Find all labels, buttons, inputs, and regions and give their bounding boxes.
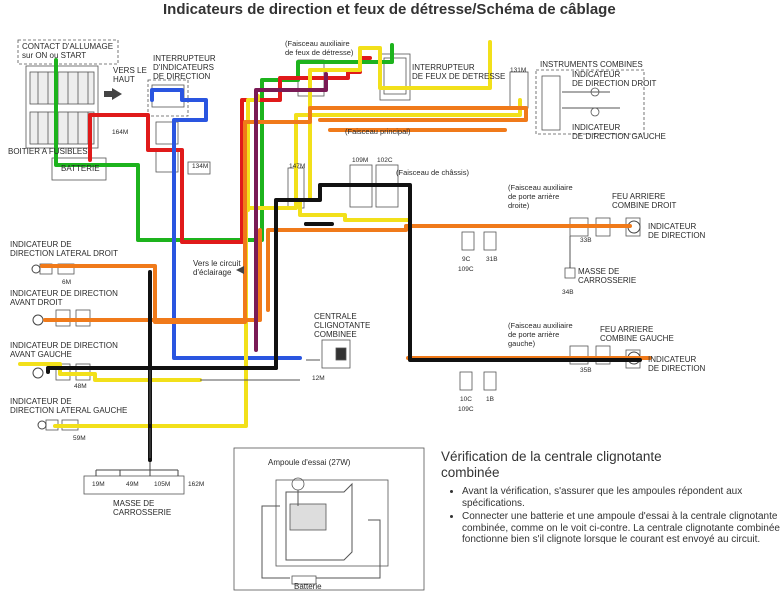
chassis-harness-label: (Faisceau de châssis) [396, 168, 469, 177]
rr-ground-1: MASSE DE [578, 267, 620, 276]
code-109c-bot: 109C [458, 406, 474, 413]
cluster-title: INSTRUMENTS COMBINES [540, 60, 643, 69]
rr-harness-3: droite) [508, 201, 530, 210]
battery-box [51, 157, 107, 181]
verification-bullet-2: Connecter une batterie et une ampoule d'… [462, 511, 783, 546]
flasher-2: CLIGNOTANTE [314, 321, 371, 330]
code-12m: 12M [312, 375, 325, 382]
ground-bottom-2: CARROSSERIE [113, 508, 172, 517]
code-1b: 1B [486, 396, 494, 403]
code-109c-top: 109C [458, 266, 474, 273]
hazard-switch-2: DE FEUX DE DETRESSE [412, 72, 506, 81]
rl-harness-3: gauche) [508, 339, 536, 348]
cluster-left-1: INDICATEUR [572, 123, 621, 132]
front-right-1: INDICATEUR DE DIRECTION [10, 289, 118, 298]
hazard-harness-2: de feux de détresse) [285, 48, 354, 57]
front-left-2: AVANT GAUCHE [10, 350, 72, 359]
inset-battery-label: Batterie [294, 582, 322, 591]
turn-switch-label-2: D'INDICATEURS [153, 63, 214, 72]
verification-heading-2: combinée [441, 465, 500, 480]
side-right-2: DIRECTION LATERAL DROIT [10, 249, 119, 258]
rr-harness-2: de porte arrière [508, 192, 560, 201]
code-10c: 10C [460, 396, 472, 403]
rl-indicator-1: INDICATEUR [648, 355, 697, 364]
lighting-1: Vers le circuit [193, 259, 241, 268]
cluster-right-1: INDICATEUR [572, 70, 621, 79]
code-33b: 33B [580, 237, 592, 244]
front-left-1: INDICATEUR DE DIRECTION [10, 341, 118, 350]
code-19m: 19M [92, 481, 105, 488]
flasher-1: CENTRALE [314, 312, 357, 321]
verification-list: Avant la vérification, s'assurer que les… [448, 486, 783, 548]
rl-combo-2: COMBINE GAUCHE [600, 334, 674, 343]
code-31b: 31B [486, 256, 498, 263]
code-35b: 35B [580, 367, 592, 374]
code-105m: 105M [154, 481, 171, 488]
code-164m: 164M [112, 129, 129, 136]
rl-harness-2: de porte arrière [508, 330, 560, 339]
turn-switch-label-1: INTERRUPTEUR [153, 54, 216, 63]
code-109m: 109M [352, 157, 369, 164]
code-102c: 102C [377, 157, 393, 164]
code-48m: 48M [74, 383, 87, 390]
ground-bottom-1: MASSE DE [113, 499, 155, 508]
up-arrow-icon [112, 88, 122, 100]
rr-combo-1: FEU ARRIERE [612, 192, 666, 201]
code-59m: 59M [73, 435, 86, 442]
code-131m: 131M [510, 67, 527, 74]
side-left-1: INDICATEUR DE [10, 397, 72, 406]
fuse-box-label: BOITIER A FUSIBLES [8, 147, 88, 156]
rl-harness-1: (Faisceau auxiliaire [508, 321, 573, 330]
code-147m: 147M [289, 163, 306, 170]
code-134m: 134M [192, 163, 209, 170]
rr-indicator-1: INDICATEUR [648, 222, 697, 231]
test-inset-box [233, 447, 425, 591]
test-bulb-label: Ampoule d'essai (27W) [268, 458, 351, 467]
front-right-2: AVANT DROIT [10, 298, 63, 307]
wire-yellow [298, 40, 492, 222]
code-162m: 162M [188, 481, 205, 488]
wire-green [54, 43, 394, 242]
rr-combo-2: COMBINE DROIT [612, 201, 677, 210]
side-left-2: DIRECTION LATERAL GAUCHE [10, 406, 128, 415]
ignition-switch-box [17, 39, 119, 65]
flasher-unit-box [321, 339, 351, 369]
hazard-harness-1: (Faisceau auxiliaire [285, 39, 350, 48]
ignition-label-1: CONTACT D'ALLUMAGE [22, 42, 114, 51]
verification-heading-1: Vérification de la centrale clignotante [441, 449, 662, 464]
towards-top-2: HAUT [113, 75, 135, 84]
flasher-3: COMBINEE [314, 330, 357, 339]
lighting-2: d'éclairage [193, 268, 232, 277]
code-49m: 49M [126, 481, 139, 488]
wire-blue [150, 88, 302, 360]
rr-harness-1: (Faisceau auxiliaire [508, 183, 573, 192]
diagram-title: Indicateurs de direction et feux de détr… [163, 1, 616, 18]
wire-purple [254, 72, 328, 352]
towards-top-1: VERS LE [113, 66, 147, 75]
wire-orange [40, 106, 528, 324]
hazard-switch-1: INTERRUPTEUR [412, 63, 475, 72]
rl-combo-1: FEU ARRIERE [600, 325, 654, 334]
lighting-arrow-icon [236, 266, 244, 274]
wire-black [46, 366, 278, 374]
ignition-label-2: sur ON ou START [22, 51, 87, 60]
main-harness-label: (Faisceau principal) [345, 127, 411, 136]
code-9c: 9C [462, 256, 471, 263]
rr-indicator-2: DE DIRECTION [648, 231, 706, 240]
battery-label: BATTERIE [61, 164, 100, 173]
side-right-1: INDICATEUR DE [10, 240, 72, 249]
rr-ground-2: CARROSSERIE [578, 276, 637, 285]
turn-switch-label-3: DE DIRECTION [153, 72, 211, 81]
cluster-left-2: DE DIRECTION GAUCHE [572, 132, 666, 141]
code-6m: 6M [62, 279, 72, 286]
cluster-right-2: DE DIRECTION DROIT [572, 79, 657, 88]
cluster-box [535, 69, 645, 135]
fuse-box [25, 65, 99, 149]
code-34b: 34B [562, 289, 574, 296]
rl-indicator-2: DE DIRECTION [648, 364, 706, 373]
verification-bullet-1: Avant la vérification, s'assurer que les… [462, 486, 783, 509]
